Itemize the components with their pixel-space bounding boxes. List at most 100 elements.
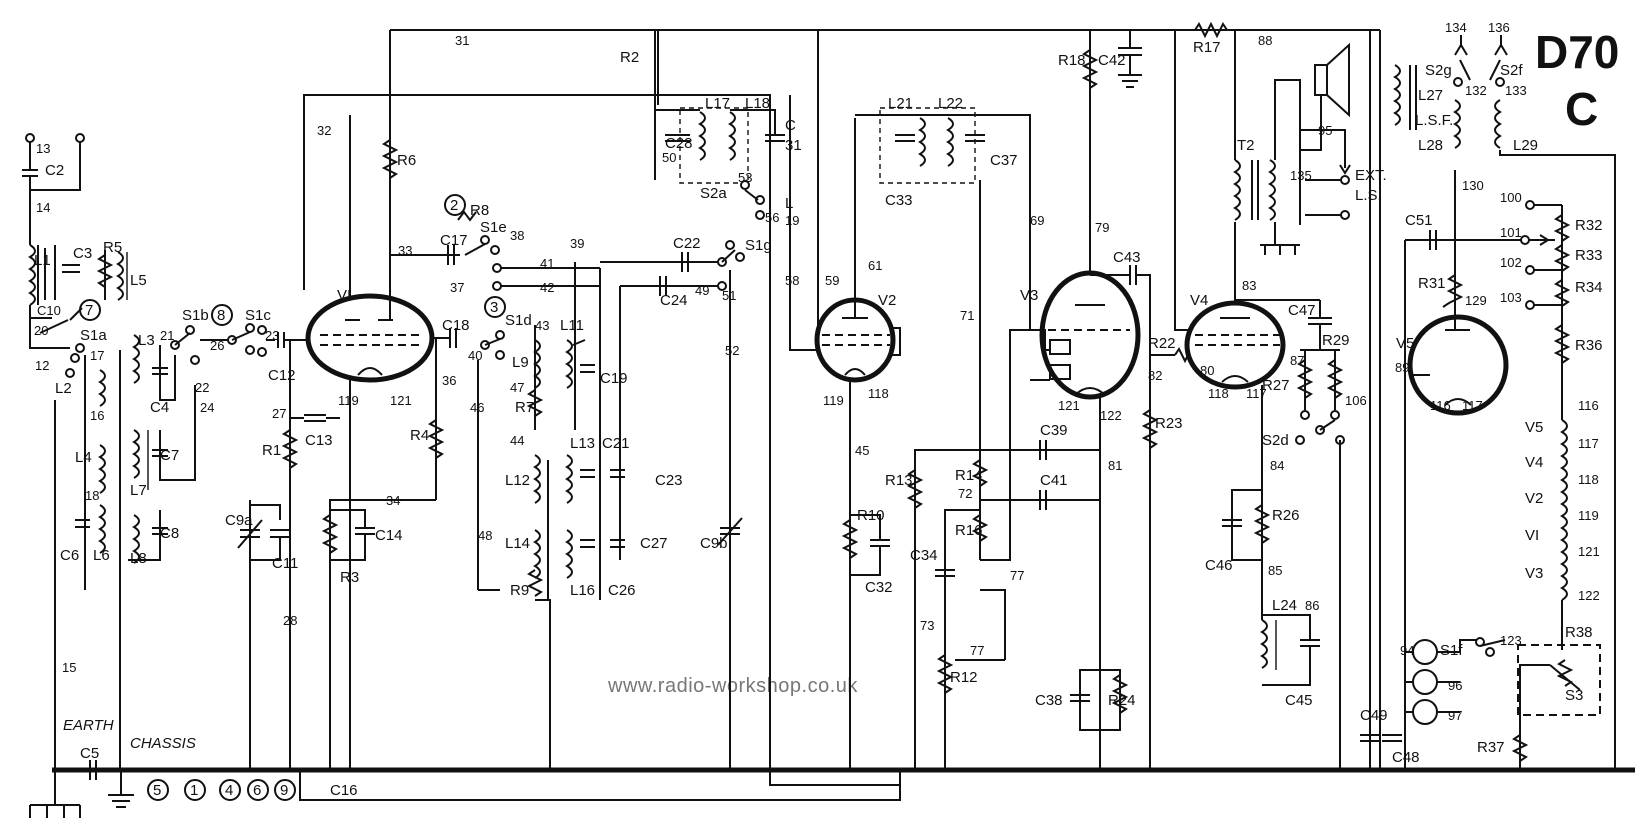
svg-text:81: 81	[1108, 458, 1122, 473]
svg-text:36: 36	[442, 373, 456, 388]
svg-text:129: 129	[1465, 293, 1487, 308]
svg-text:134: 134	[1445, 20, 1467, 35]
svg-text:17: 17	[90, 348, 104, 363]
svg-text:22: 22	[195, 380, 209, 395]
svg-text:C39: C39	[1040, 422, 1068, 439]
svg-text:79: 79	[1095, 220, 1109, 235]
svg-text:26: 26	[210, 338, 224, 353]
svg-text:52: 52	[725, 343, 739, 358]
svg-text:88: 88	[1258, 33, 1272, 48]
svg-text:20: 20	[34, 323, 48, 338]
svg-text:C4: C4	[150, 399, 169, 416]
svg-text:L24: L24	[1272, 597, 1297, 614]
svg-text:L12: L12	[505, 472, 530, 489]
svg-text:23: 23	[265, 328, 279, 343]
svg-text:42: 42	[540, 280, 554, 295]
valve-v2-label: V2	[878, 292, 896, 309]
svg-text:31: 31	[785, 137, 802, 154]
valve-v4-pin: 118	[1208, 386, 1229, 401]
svg-text:C28: C28	[665, 135, 693, 152]
svg-text:C48: C48	[1392, 749, 1420, 766]
svg-text:77: 77	[970, 643, 984, 658]
svg-text:C9b: C9b	[700, 535, 728, 552]
svg-text:R6: R6	[397, 152, 416, 169]
transformer-label: T2	[1237, 137, 1255, 154]
svg-text:27: 27	[272, 406, 286, 421]
svg-text:94: 94	[1400, 643, 1414, 658]
svg-text:101: 101	[1500, 225, 1522, 240]
svg-text:C5: C5	[80, 745, 99, 762]
svg-text:58: 58	[785, 273, 799, 288]
svg-text:R4: R4	[410, 427, 429, 444]
svg-text:39: 39	[570, 236, 584, 251]
svg-text:L2: L2	[55, 380, 72, 397]
svg-text:R12: R12	[950, 669, 978, 686]
svg-text:R37: R37	[1477, 739, 1505, 756]
svg-text:C2: C2	[45, 162, 64, 179]
svg-text:C24: C24	[660, 292, 688, 309]
svg-text:86: 86	[1305, 598, 1319, 613]
model-variant: C	[1565, 83, 1598, 135]
svg-text:L3: L3	[138, 332, 155, 349]
svg-text:C51: C51	[1405, 212, 1433, 229]
ext-ls-label: L.S.	[1355, 187, 1382, 204]
svg-text:C38: C38	[1035, 692, 1063, 709]
svg-text:106: 106	[1345, 393, 1367, 408]
svg-text:9: 9	[280, 782, 288, 799]
svg-text:L21: L21	[888, 95, 913, 112]
svg-text:C49: C49	[1360, 707, 1388, 724]
svg-text:S1f: S1f	[1440, 642, 1463, 659]
svg-text:C13: C13	[305, 432, 333, 449]
svg-text:C9a: C9a	[225, 512, 253, 529]
svg-text:L18: L18	[745, 95, 770, 112]
svg-text:L7: L7	[130, 482, 147, 499]
bus-terminal: 5	[147, 779, 169, 801]
svg-text:L9: L9	[512, 354, 529, 371]
svg-text:48: 48	[478, 528, 492, 543]
svg-text:L4: L4	[75, 449, 92, 466]
svg-text:R7: R7	[515, 399, 534, 416]
component-labels: 13 C2 14 L1 C3 R5 L5 C10 20 S1a 12 17 L2…	[34, 20, 1603, 799]
heater-number: 121	[1578, 544, 1600, 559]
grid-bias	[281, 340, 340, 770]
svg-text:18: 18	[85, 488, 99, 503]
svg-text:1: 1	[190, 782, 198, 799]
bus-terminal: 1	[184, 779, 206, 801]
svg-text:C11: C11	[272, 555, 298, 572]
svg-text:R34: R34	[1575, 279, 1603, 296]
svg-text:C33: C33	[885, 192, 913, 209]
model-title: D70	[1535, 26, 1619, 78]
svg-text:135: 135	[1290, 168, 1312, 183]
svg-text:R38: R38	[1565, 624, 1593, 641]
svg-text:102: 102	[1500, 255, 1522, 270]
svg-text:103: 103	[1500, 290, 1522, 305]
svg-text:C18: C18	[442, 317, 470, 334]
svg-text:C47: C47	[1288, 302, 1316, 319]
svg-text:R2: R2	[620, 49, 639, 66]
svg-text:R26: R26	[1272, 507, 1300, 524]
svg-text:S1d: S1d	[505, 312, 532, 329]
svg-text:R10: R10	[857, 507, 885, 524]
heater-label: V5	[1525, 419, 1543, 436]
svg-text:C3: C3	[73, 245, 92, 262]
watermark: www.radio-workshop.co.uk	[607, 675, 858, 697]
svg-text:C42: C42	[1098, 52, 1126, 69]
svg-text:L17: L17	[705, 95, 730, 112]
svg-text:R9: R9	[510, 582, 529, 599]
svg-text:51: 51	[722, 288, 736, 303]
osc-coil-bank	[477, 286, 625, 770]
valve-v4-label: V4	[1190, 292, 1208, 309]
svg-text:80: 80	[1200, 363, 1214, 378]
valve-v3-pin: 121	[1058, 398, 1080, 413]
svg-text:73: 73	[920, 618, 934, 633]
heater-chain	[1560, 419, 1568, 640]
bus-terminal: 4	[219, 779, 241, 801]
svg-text:8: 8	[217, 307, 225, 324]
svg-text:C17: C17	[440, 232, 468, 249]
svg-text:24: 24	[200, 400, 214, 415]
svg-text:45: 45	[855, 443, 869, 458]
aerial-coils	[65, 343, 121, 770]
svg-text:C: C	[785, 117, 796, 134]
v3-circuit	[906, 30, 1208, 770]
